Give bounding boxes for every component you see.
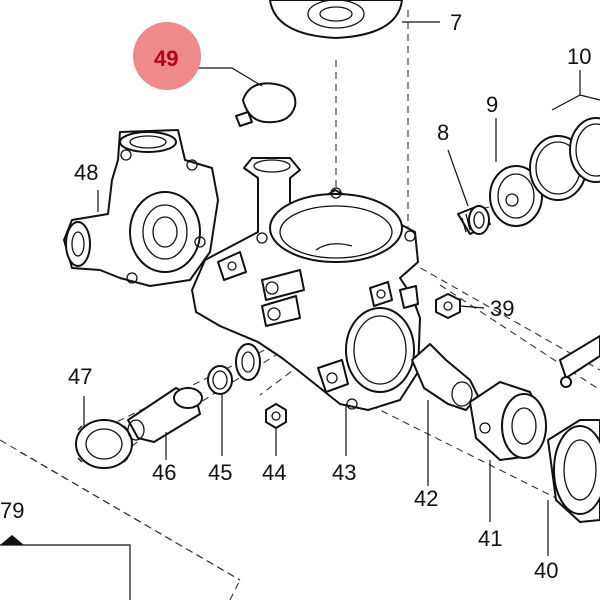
part-47-union-nut xyxy=(75,419,133,469)
part-45-o-ring xyxy=(207,365,233,395)
pin-part xyxy=(559,335,600,388)
label-45: 45 xyxy=(208,460,232,485)
label-9: 9 xyxy=(486,92,498,117)
part-48-manifold xyxy=(63,129,219,287)
label-7: 7 xyxy=(450,10,462,35)
label-10: 10 xyxy=(567,44,591,69)
part-10-seals xyxy=(529,117,600,201)
part-7-diaphragm xyxy=(269,0,403,39)
part-79-frame xyxy=(0,535,131,600)
label-49: 49 xyxy=(154,46,178,71)
leader-lines xyxy=(83,21,600,556)
part-39-nut xyxy=(435,293,461,319)
label-44: 44 xyxy=(262,460,286,485)
part-9-plate xyxy=(489,165,543,227)
highlight-circle-49 xyxy=(133,22,201,90)
part-49-cap xyxy=(235,82,297,127)
part-labels: 7 10 9 8 49 48 39 47 46 45 44 43 42 41 4… xyxy=(0,10,591,583)
label-8: 8 xyxy=(437,120,449,145)
label-46: 46 xyxy=(152,460,176,485)
part-40-pulley xyxy=(547,419,600,523)
label-40: 40 xyxy=(534,558,558,583)
part-44-nut xyxy=(265,403,287,429)
label-42: 42 xyxy=(414,486,438,511)
label-41: 41 xyxy=(478,526,502,551)
part-46-fitting xyxy=(127,387,203,443)
label-79: 79 xyxy=(0,498,24,523)
part-8-valve xyxy=(457,205,491,235)
part-43-pump-body xyxy=(191,157,421,411)
part-41-bearing xyxy=(469,381,547,461)
label-47: 47 xyxy=(68,364,92,389)
label-43: 43 xyxy=(332,460,356,485)
part-42-rod xyxy=(411,343,479,411)
label-48: 48 xyxy=(74,160,98,185)
label-39: 39 xyxy=(490,296,514,321)
